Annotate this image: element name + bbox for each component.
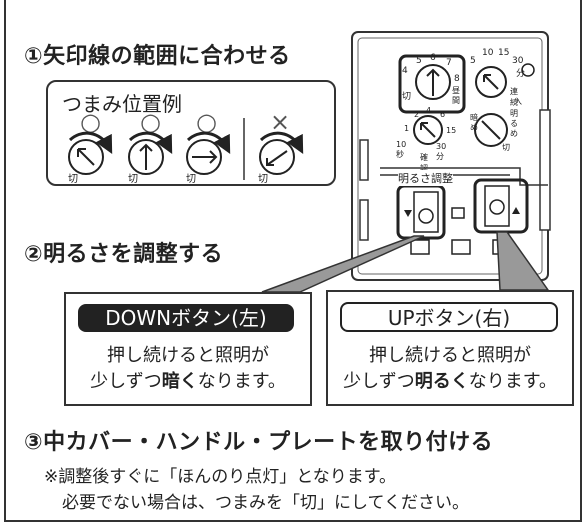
off-label-2: 切 [128,174,138,185]
down-callout: DOWNボタン(左) 押し続けると照明が 少しずつ暗くなります。 [64,292,312,406]
off-label-1: 切 [68,174,78,185]
ok-mark-2: ○ [140,108,161,136]
off-label-4: 切 [258,174,268,185]
note-line1: ※調整後すぐに「ほんのり点灯」となります。 [44,467,397,487]
off-label-3: 切 [186,174,196,185]
up-desc-line2: 少しずつ明るくなります。 [343,371,557,392]
knob-example-title: つまみ位置例 [62,92,182,116]
up-desc-line1: 押し続けると照明が [369,345,531,366]
up-callout: UPボタン(右) 押し続けると照明が 少しずつ明るくなります。 [326,290,574,406]
knob-example-figure [243,118,245,180]
ng-mark: × [270,108,291,136]
brightness-label: 明るさ調整 [398,170,453,186]
down-desc-line1: 押し続けると照明が [107,345,269,366]
note-line2: 必要でない場合は、つまみを「切」にしてください。 [62,493,469,513]
up-button-label: UPボタン(右) [340,302,558,332]
ok-mark-3: ○ [196,108,217,136]
step2-title: ②明るさを調整する [24,242,224,267]
down-desc-line2: 少しずつ暗くなります。 [90,371,286,392]
down-button-label: DOWNボタン(左) [78,304,294,332]
ok-mark-1: ○ [80,108,101,136]
step1-title: ①矢印線の範囲に合わせる [24,44,291,69]
step3-title: ③中カバー・ハンドル・プレートを取り付ける [24,430,494,455]
